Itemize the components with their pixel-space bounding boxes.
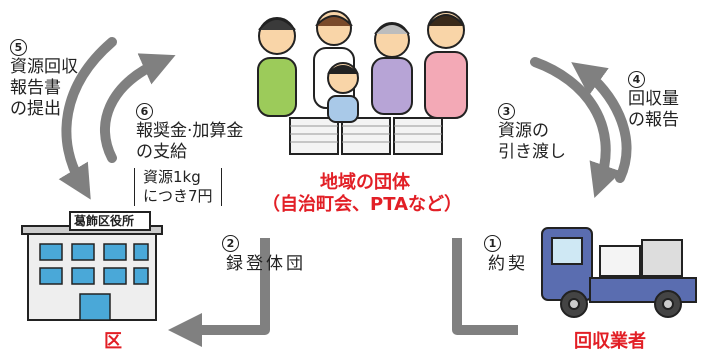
step-number-badge: 6 xyxy=(136,103,153,120)
community-title: 地域の団体 xyxy=(320,172,410,193)
step6-label: 6 報奨金·加算金 の支給 xyxy=(136,103,244,162)
arrow-step4 xyxy=(530,57,622,199)
community-people-icon xyxy=(257,10,468,123)
community-subtitle: （自治町会、PTAなど） xyxy=(262,194,463,215)
step3-label: 3 資源の 引き渡し xyxy=(498,103,566,162)
step-number-badge: 3 xyxy=(498,103,515,120)
step-number-badge: 2 xyxy=(222,235,239,252)
step-number-badge: 1 xyxy=(484,235,501,252)
step4-label: 4 回収量 の報告 xyxy=(628,71,679,130)
collector-truck-icon xyxy=(541,227,697,318)
step5-label: 5 資源回収 報告書 の提出 xyxy=(10,39,78,119)
arrow-step3 xyxy=(571,62,632,183)
arrow-step1 xyxy=(452,238,518,335)
step-number-badge: 4 xyxy=(628,71,645,88)
newspaper-bundles-icon xyxy=(289,117,443,155)
arrow-step6 xyxy=(100,53,176,163)
arrow-step5 xyxy=(58,37,117,200)
step1-label: 1 契約 xyxy=(484,235,524,272)
ward-label: 区 xyxy=(104,331,122,352)
collector-label: 回収業者 xyxy=(574,331,646,352)
step-number-badge: 5 xyxy=(10,39,27,56)
ward-office-building-icon xyxy=(21,211,163,321)
building-sign: 葛飾区役所 xyxy=(74,214,135,228)
arrow-step2 xyxy=(167,238,270,348)
rate-note: 資源1kg につき7円 xyxy=(134,168,222,206)
step2-label: 2 団体登録 xyxy=(222,235,302,272)
